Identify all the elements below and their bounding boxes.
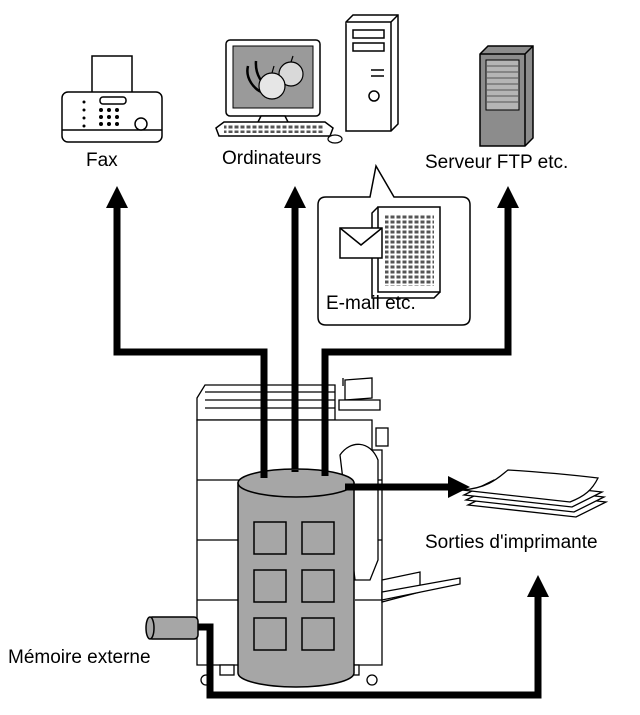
paper-stack-icon (461, 469, 609, 518)
arrowhead-computers (284, 186, 306, 208)
printouts-label: Sorties d'imprimante (425, 532, 598, 553)
desktop-computer-icon (215, 39, 343, 144)
computers-label: Ordinateurs (222, 148, 322, 169)
arrow-from-memory (195, 595, 542, 699)
usb-memory-icon (145, 616, 199, 640)
arrow-stubs-over-storage (260, 470, 356, 491)
pc-tower-icon (345, 14, 399, 132)
ftp-server-label: Serveur FTP etc. (425, 152, 569, 173)
external-memory-label: Mémoire externe (8, 647, 151, 668)
document-icon (371, 206, 441, 299)
envelope-icon (339, 227, 383, 259)
fax-label: Fax (86, 150, 118, 171)
arrow-heads (106, 186, 549, 597)
email-label: E-mail etc. (326, 293, 416, 314)
fax-machine-icon (61, 55, 163, 143)
arrowhead-printouts (448, 476, 470, 498)
hard-disk-storage-icon (237, 468, 355, 688)
arrowhead-memory-to-print (527, 575, 549, 597)
arrowhead-fax (106, 186, 128, 208)
arrow-to-ftp (321, 205, 512, 470)
arrowhead-ftp (497, 186, 519, 208)
ftp-server-icon (479, 45, 534, 147)
data-flow-arrows (113, 205, 542, 699)
arrow-to-fax (113, 205, 268, 470)
